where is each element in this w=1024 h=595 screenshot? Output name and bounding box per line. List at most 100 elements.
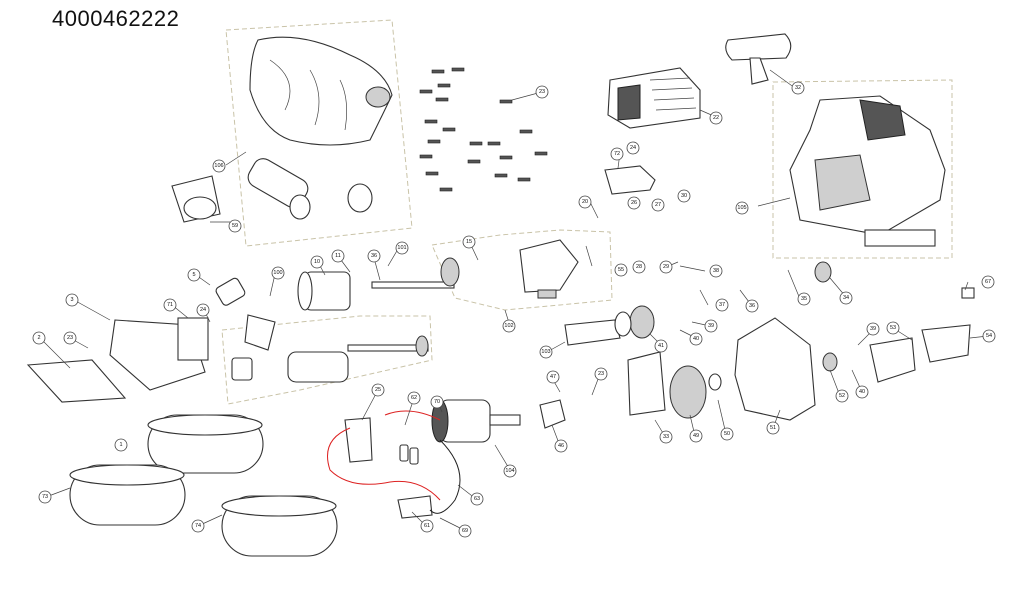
callout-label: 37	[719, 302, 725, 308]
callout-46: 46	[554, 439, 568, 453]
callout-24b: 24	[196, 303, 210, 317]
callout-1: 1	[114, 438, 128, 452]
platen	[26, 359, 127, 403]
callout-label: 36	[371, 253, 377, 259]
red-wire	[327, 427, 441, 501]
callout-22: 22	[709, 111, 723, 125]
callout-37: 37	[715, 298, 729, 312]
callout-23c: 23	[594, 367, 608, 381]
callout-32: 32	[791, 81, 805, 95]
callout-label: 2	[37, 335, 40, 341]
screws-cluster	[419, 67, 548, 192]
callout-label: 62	[411, 395, 417, 401]
callout-label: 55	[618, 267, 624, 273]
callout-106: 106	[212, 159, 226, 173]
callout-label: 41	[658, 343, 664, 349]
callout-38: 38	[709, 264, 723, 278]
callout-101: 101	[395, 241, 409, 255]
callout-100: 100	[271, 266, 285, 280]
callout-73: 73	[38, 490, 52, 504]
callout-label: 23	[539, 89, 545, 95]
callout-72: 72	[610, 147, 624, 161]
callout-74: 74	[191, 519, 205, 533]
callout-33: 33	[659, 430, 673, 444]
callout-label: 26	[631, 200, 637, 206]
callout-label: 15	[466, 239, 472, 245]
callout-label: 59	[232, 223, 238, 229]
battery-pack	[607, 67, 701, 129]
callout-label: 32	[795, 85, 801, 91]
callout-11: 11	[331, 249, 345, 263]
side-cover	[734, 317, 816, 421]
callout-label: 5	[192, 272, 195, 278]
callout-label: 71	[167, 302, 173, 308]
callout-label: 50	[724, 431, 730, 437]
callout-label: 20	[582, 199, 588, 205]
callout-label: 51	[770, 425, 776, 431]
callout-30: 30	[677, 189, 691, 203]
callout-20: 20	[578, 195, 592, 209]
callout-34: 34	[839, 291, 853, 305]
callout-40b: 40	[855, 385, 869, 399]
group-outline-gearbox	[431, 229, 613, 311]
callout-67: 67	[981, 275, 995, 289]
callout-label: 52	[839, 393, 845, 399]
callout-label: 25	[375, 387, 381, 393]
switch-cover	[604, 165, 656, 195]
callout-105: 105	[735, 201, 749, 215]
callout-55: 55	[614, 263, 628, 277]
callout-label: 24	[630, 145, 636, 151]
callout-label: 104	[505, 468, 514, 474]
callout-63: 63	[470, 492, 484, 506]
adapter-tube	[247, 158, 373, 220]
callout-61: 61	[420, 519, 434, 533]
auxiliary-handle	[725, 33, 792, 85]
callout-47: 47	[546, 370, 560, 384]
callout-label: 101	[397, 245, 406, 251]
callout-label: 105	[737, 205, 746, 211]
callout-50: 50	[720, 427, 734, 441]
base-plate	[109, 317, 209, 391]
callout-label: 29	[663, 264, 669, 270]
callout-26: 26	[627, 196, 641, 210]
callout-2: 2	[32, 331, 46, 345]
switch-assembly	[231, 314, 429, 383]
sanding-belt-73	[69, 464, 186, 526]
capacitor-70	[399, 444, 419, 465]
callout-23a: 23	[535, 85, 549, 99]
callout-label: 100	[273, 270, 282, 276]
callout-label: 106	[214, 163, 223, 169]
callout-70: 70	[430, 395, 444, 409]
callout-label: 69	[462, 528, 468, 534]
callout-label: 46	[558, 443, 564, 449]
callout-104: 104	[503, 464, 517, 478]
callout-label: 23	[67, 335, 73, 341]
spring	[215, 277, 246, 306]
terminal-61	[397, 495, 433, 519]
callout-39b: 39	[866, 322, 880, 336]
callout-5: 5	[187, 268, 201, 282]
callout-3: 3	[65, 293, 79, 307]
callout-label: 102	[504, 323, 513, 329]
callout-24a: 24	[626, 141, 640, 155]
label-67	[961, 287, 975, 299]
callout-52: 52	[835, 389, 849, 403]
callout-label: 1	[119, 442, 122, 448]
motor-cylinder	[297, 271, 351, 311]
pulley-gear	[627, 351, 722, 419]
callout-label: 70	[434, 399, 440, 405]
callout-label: 74	[195, 523, 201, 529]
callout-label: 40	[693, 336, 699, 342]
callout-label: 3	[70, 297, 73, 303]
black-wire	[429, 439, 461, 514]
brush-holder-46	[539, 399, 566, 429]
callout-36b: 36	[745, 299, 759, 313]
callout-28: 28	[632, 260, 646, 274]
callout-label: 10	[314, 259, 320, 265]
callout-62: 62	[407, 391, 421, 405]
roller-34	[814, 261, 832, 283]
callout-label: 35	[801, 296, 807, 302]
armature	[564, 305, 655, 346]
